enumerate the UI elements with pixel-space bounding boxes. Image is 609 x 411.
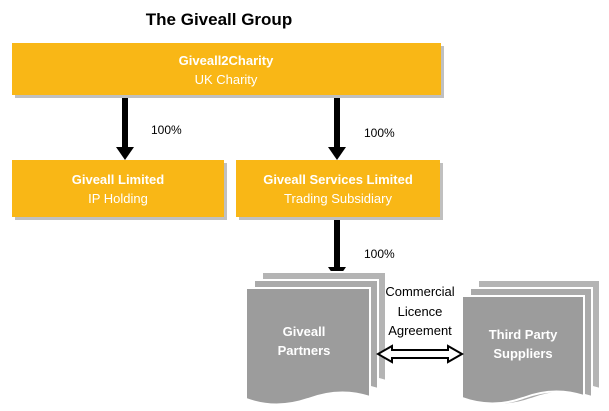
giveall-limited-box: Giveall Limited IP Holding	[12, 160, 227, 220]
charity-box-subtitle: UK Charity	[195, 72, 258, 87]
diagram-title: The Giveall Group	[146, 10, 292, 29]
giveall-partners-stack: Giveall Partners	[245, 271, 387, 406]
third-party-suppliers-stack: Third Party Suppliers	[461, 279, 601, 406]
ownership-label-partners: 100%	[364, 247, 395, 261]
partners-label-line1: Giveall	[283, 324, 326, 339]
arrow-charity-to-services	[328, 98, 346, 160]
arrow-charity-to-limited	[116, 98, 134, 160]
giveall-limited-title: Giveall Limited	[72, 172, 165, 187]
giveall-services-title: Giveall Services Limited	[263, 172, 413, 187]
suppliers-label-line2: Suppliers	[493, 346, 552, 361]
ownership-label-services: 100%	[364, 126, 395, 140]
licence-agreement-label: Commercial Licence Agreement	[385, 284, 454, 338]
agreement-line3: Agreement	[388, 323, 452, 338]
giveall-limited-box-fill	[12, 160, 224, 217]
agreement-line2: Licence	[398, 304, 443, 319]
charity-box-title: Giveall2Charity	[179, 53, 274, 68]
charity-box-fill	[12, 43, 441, 95]
suppliers-label-line1: Third Party	[489, 327, 558, 342]
giveall-services-box: Giveall Services Limited Trading Subsidi…	[236, 160, 443, 220]
partners-label-line2: Partners	[278, 343, 331, 358]
giveall-services-subtitle: Trading Subsidiary	[284, 191, 392, 206]
partners-doc-front	[245, 287, 371, 406]
charity-box: Giveall2Charity UK Charity	[12, 43, 444, 98]
double-arrow-licence	[375, 344, 465, 364]
suppliers-doc-front	[461, 295, 585, 405]
agreement-line1: Commercial	[385, 284, 454, 299]
ownership-label-limited: 100%	[151, 123, 182, 137]
giveall-limited-subtitle: IP Holding	[88, 191, 148, 206]
giveall-services-box-fill	[236, 160, 440, 217]
